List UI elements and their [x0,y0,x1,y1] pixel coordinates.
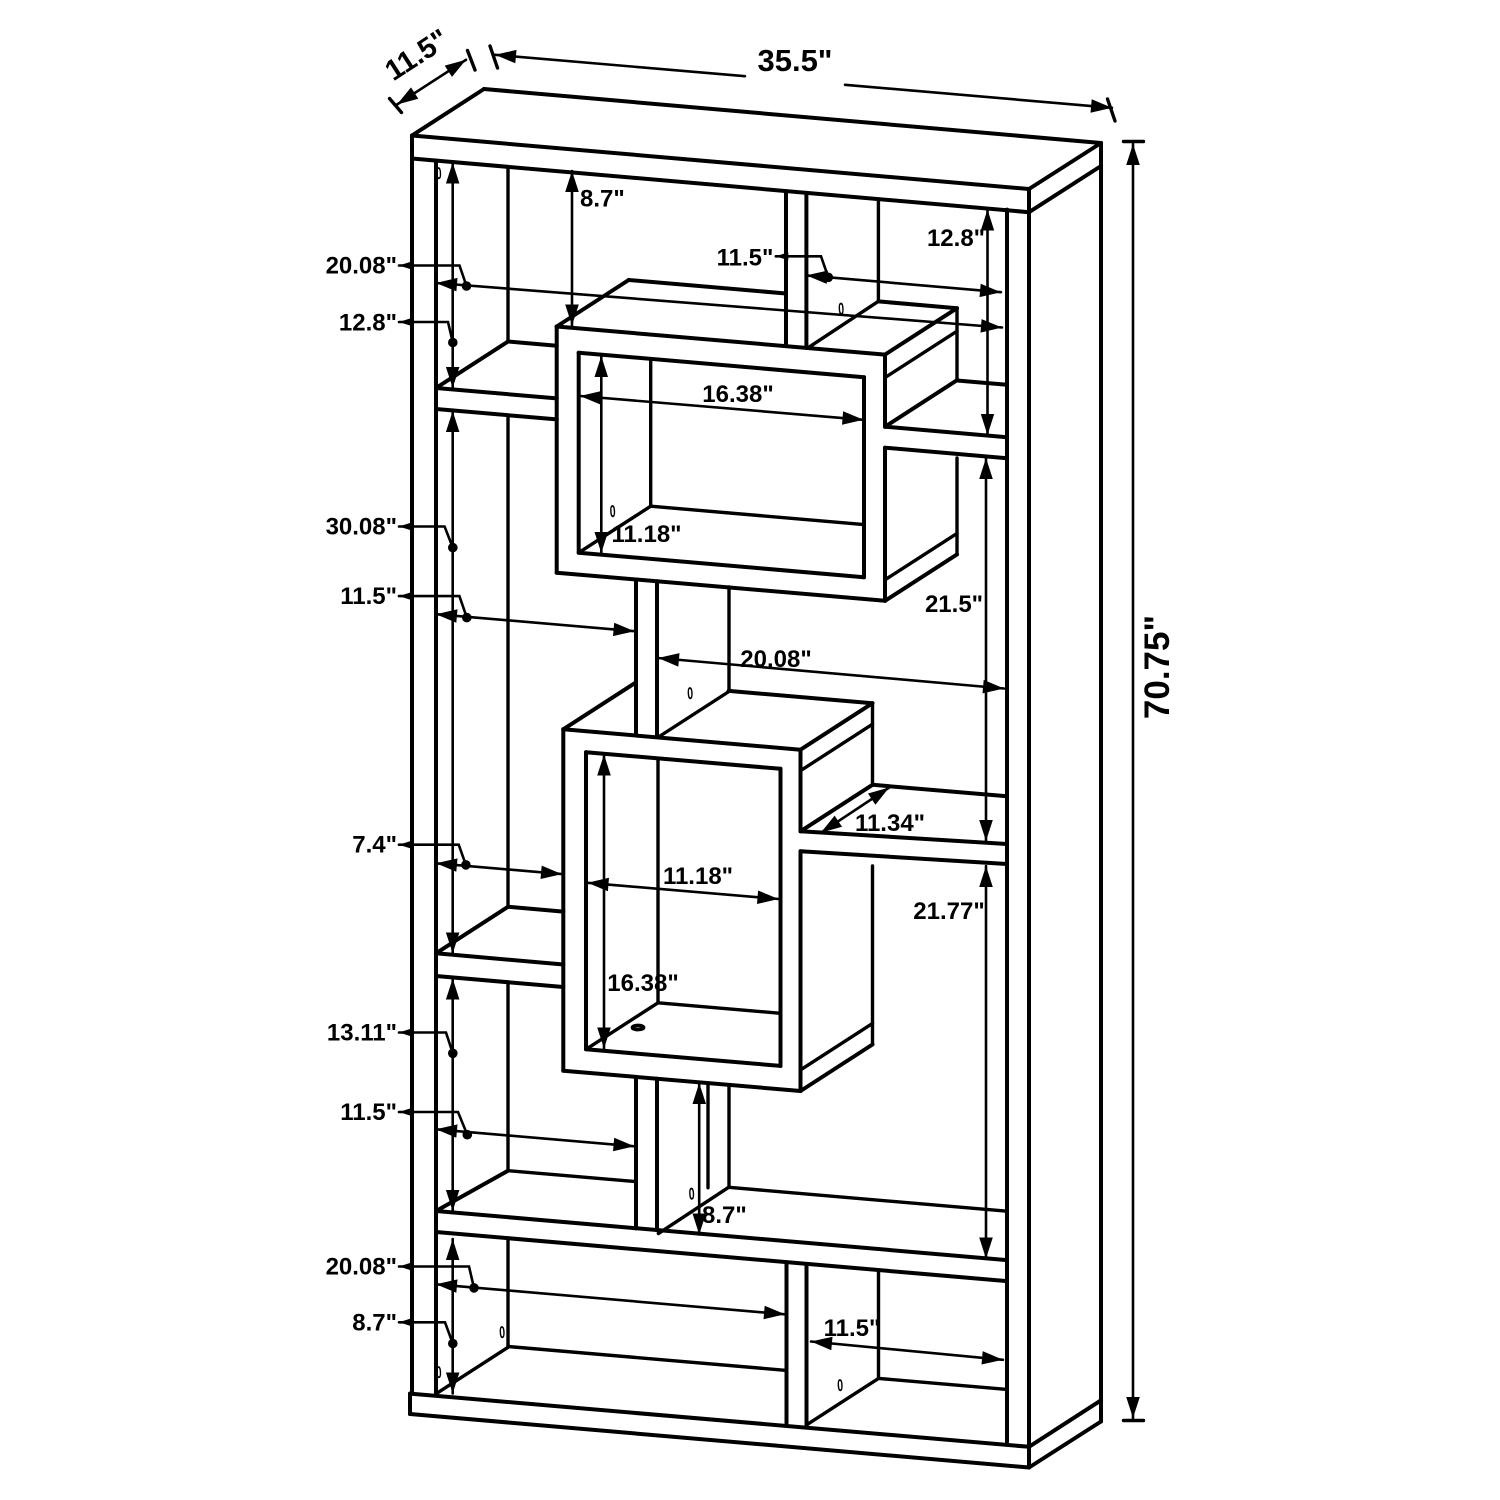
svg-text:0: 0 [835,1375,844,1395]
svg-text:0: 0 [836,299,845,319]
svg-text:21.77": 21.77" [913,898,984,925]
svg-text:0: 0 [608,501,617,521]
svg-text:30.08": 30.08" [326,514,397,541]
svg-text:20.08": 20.08" [326,253,397,280]
svg-text:8.7": 8.7" [702,1202,747,1229]
svg-text:0: 0 [434,163,443,183]
svg-text:12.8": 12.8" [927,225,985,252]
svg-text:7.4": 7.4" [352,832,397,859]
svg-text:8.7": 8.7" [580,186,625,213]
svg-text:0: 0 [434,1362,443,1382]
svg-text:16.38": 16.38" [702,381,773,408]
svg-text:16.38": 16.38" [607,970,678,997]
svg-text:11.18": 11.18" [663,863,733,890]
svg-text:8.7": 8.7" [352,1309,397,1336]
svg-text:21.5": 21.5" [925,591,983,618]
svg-text:20.08": 20.08" [740,646,811,673]
svg-text:11.5": 11.5" [824,1315,881,1342]
svg-text:35.5": 35.5" [757,43,832,78]
svg-text:20.08": 20.08" [326,1254,397,1281]
svg-text:11.18": 11.18" [611,521,681,548]
svg-text:11.5": 11.5" [340,1099,397,1126]
svg-text:0: 0 [685,683,694,703]
svg-text:11.5": 11.5" [380,23,455,87]
svg-text:0: 0 [497,1322,506,1342]
svg-text:0: 0 [687,1184,696,1204]
svg-text:70.75": 70.75" [1138,615,1177,719]
svg-text:13.11": 13.11" [327,1020,397,1047]
svg-text:12.8": 12.8" [339,310,397,337]
svg-text:11.34": 11.34" [855,810,925,837]
svg-text:11.5": 11.5" [717,245,774,272]
svg-text:11.5": 11.5" [340,583,397,610]
